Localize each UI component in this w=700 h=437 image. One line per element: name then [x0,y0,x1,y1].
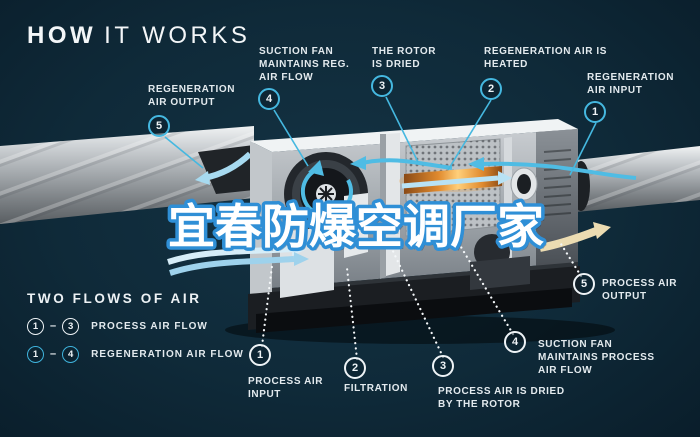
marker-process-5: 5 [573,273,595,295]
marker-regeneration-4: 4 [258,88,280,110]
marker-regeneration-1: 1 [584,101,606,123]
legend-row-process: 1 – 3 PROCESS AIR FLOW [27,317,244,335]
label-filtration: FILTRATION [344,383,408,394]
label-regeneration-air-heated: REGENERATION AIR IS HEATED [484,46,608,70]
legend-regeneration-start-marker: 1 [27,345,44,363]
label-regeneration-air-output: REGENERATION AIR OUTPUT [148,84,236,108]
legend-regeneration-label: REGENERATION AIR FLOW [91,348,244,360]
marker-process-1: 1 [249,344,271,366]
page-title-bold: HOW [27,22,97,49]
callout-connector-lines [164,96,597,361]
left-duct [0,126,254,224]
marker-process-3: 3 [432,355,454,377]
marker-regeneration-3: 3 [371,75,393,97]
marker-process-2: 2 [344,357,366,379]
legend: TWO FLOWS OF AIR 1 – 3 PROCESS AIR FLOW … [27,291,244,363]
marker-regeneration-2: 2 [480,78,502,100]
label-rotor-is-dried: THE ROTOR IS DRIED [372,46,437,70]
legend-regeneration-dash: – [50,348,57,360]
page-title-light: IT WORKS [104,22,251,49]
label-process-air-output: PROCESS AIR OUTPUT [602,278,678,302]
legend-process-dash: – [50,320,57,332]
label-process-air-input: PROCESS AIR INPUT [248,376,324,400]
label-suction-fan-process: SUCTION FAN MAINTAINS PROCESS AIR FLOW [538,339,655,376]
marker-process-4: 4 [504,331,526,353]
airflow-arrows [167,156,637,276]
watermark-text: 宜春防爆空调厂家 [168,200,544,253]
legend-row-regeneration: 1 – 4 REGENERATION AIR FLOW [27,345,244,363]
label-suction-fan-reg: SUCTION FAN MAINTAINS REG. AIR FLOW [259,46,350,83]
legend-process-label: PROCESS AIR FLOW [91,320,208,332]
page-title: HOW IT WORKS [27,22,250,50]
legend-process-start-marker: 1 [27,317,44,335]
legend-regeneration-end-marker: 4 [62,345,80,363]
legend-title: TWO FLOWS OF AIR [27,291,202,306]
watermark-shadow: 宜春防爆空调厂家 [171,203,547,256]
label-regeneration-air-input: REGENERATION AIR INPUT [587,72,675,96]
marker-regeneration-5: 5 [148,115,170,137]
legend-process-end-marker: 3 [62,317,80,335]
label-process-air-dried: PROCESS AIR IS DRIED BY THE ROTOR [438,386,565,410]
right-duct [572,146,700,212]
